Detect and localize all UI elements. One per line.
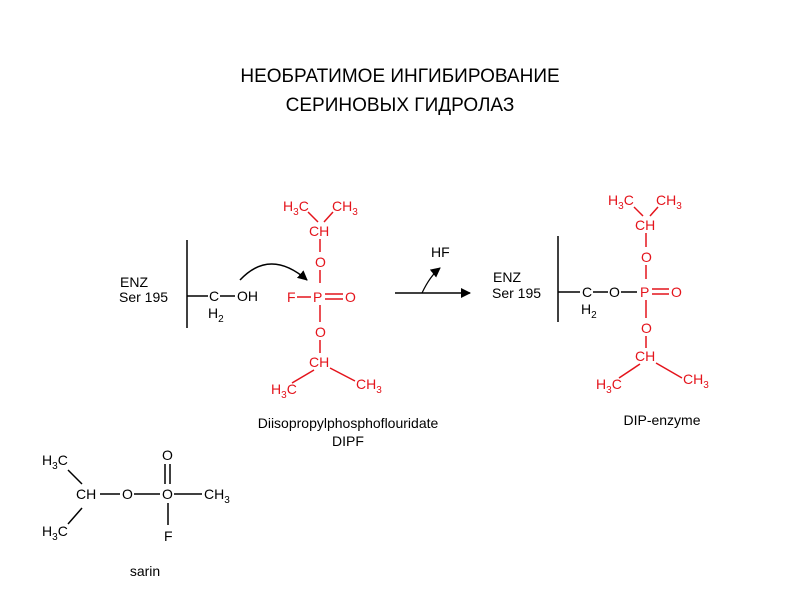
bond-dip-bottom-left [618, 363, 641, 379]
ser-label: Ser 195 [119, 289, 168, 305]
dipf-ch3-top: CH3 [332, 198, 358, 218]
dipf-ch-bottom: CH [309, 354, 329, 370]
hydroxyl-label: OH [237, 288, 258, 304]
bond-dipf-bottom-right [329, 367, 356, 382]
dip-o-top: O [641, 249, 652, 265]
h2-label-right: H2 [581, 301, 597, 321]
dip-h3c-top: H3C [608, 192, 634, 212]
bond-dip-top-left [633, 206, 644, 217]
sarin-h3c-top: H3C [42, 452, 68, 472]
dipf-ch3-bottom: CH3 [356, 376, 382, 396]
carbon-label-right: C [582, 284, 592, 300]
bond-dip-top-right [649, 206, 659, 217]
ser-label-right: Ser 195 [492, 285, 541, 301]
bond-sarin-top-methyl [67, 469, 83, 485]
dip-o-double: O [671, 284, 682, 300]
page-title: НЕОБРАТИМОЕ ИНГИБИРОВАНИЕ СЕРИНОВЫХ ГИДР… [140, 62, 660, 120]
sarin-fluorine: F [164, 528, 173, 544]
bond-dipf-top-right [323, 211, 334, 223]
dip-enzyme-name: DIP-enzyme [623, 412, 700, 428]
dip-h3c-bottom: H3C [596, 376, 622, 396]
dipf-o-top: O [315, 254, 326, 270]
dipf-o-double: O [345, 289, 356, 305]
dipf-fluorine: F [287, 289, 296, 305]
sarin-o-top: O [162, 447, 173, 463]
h2-label: H2 [208, 305, 224, 325]
dipf-h3c-top: H3C [283, 198, 309, 218]
enzyme-left: ENZ Ser 195 C H2 OH [119, 240, 258, 328]
sarin-name: sarin [130, 563, 160, 579]
o-link-right: O [609, 284, 620, 300]
dip-ch3-bottom: CH3 [683, 371, 709, 391]
bond-dipf-top-left [307, 211, 319, 223]
enz-label: ENZ [120, 274, 148, 290]
sarin-ch: CH [76, 486, 96, 502]
bond-dip-bottom-right [655, 362, 683, 379]
dip-phosphorus: P [640, 284, 649, 300]
dipf-name: Diisopropylphosphoflouridate [258, 415, 439, 431]
hf-byproduct: HF [431, 244, 450, 260]
dipf-abbr: DIPF [332, 433, 364, 449]
carbon-label: C [209, 288, 219, 304]
bond-dipf-bottom-left [291, 369, 315, 384]
sarin-h3c-bottom: H3C [42, 523, 68, 543]
sarin-molecule: H3C CH H3C O O O CH3 F [42, 447, 230, 544]
dip-o-bottom: O [641, 320, 652, 336]
dipf-o-bottom: O [315, 324, 326, 340]
dip-ch-top: CH [635, 217, 655, 233]
byproduct-arrow [421, 267, 441, 294]
dipf-h3c-bottom: H3C [271, 381, 297, 401]
dipf-molecule: H3C CH3 CH O F P O O CH H3C CH3 [271, 198, 382, 401]
sarin-o-link: O [122, 486, 133, 502]
dipf-phosphorus: P [313, 289, 322, 305]
dip-enzyme: ENZ Ser 195 C H2 O P O H3C CH3 CH O O CH… [492, 192, 709, 396]
title-line-1: НЕОБРАТИМОЕ ИНГИБИРОВАНИЕ [240, 66, 560, 87]
dipf-ch-top: CH [309, 223, 329, 239]
enz-label-right: ENZ [493, 269, 521, 285]
bond-sarin-bottom-methyl [67, 507, 83, 525]
sarin-ch3: CH3 [204, 486, 230, 506]
title-line-2: СЕРИНОВЫХ ГИДРОЛАЗ [285, 95, 515, 116]
dip-ch-bottom: CH [635, 348, 655, 364]
attack-arrow [239, 263, 308, 281]
sarin-center-atom: O [162, 486, 173, 502]
dip-ch3-top: CH3 [656, 192, 682, 212]
